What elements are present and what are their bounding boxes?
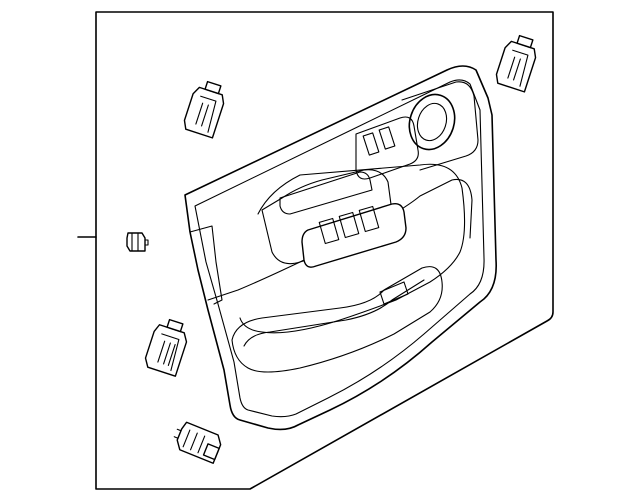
- retainer-clip-lower-left: [144, 318, 188, 377]
- map-pocket-lip: [243, 279, 425, 347]
- assembly-boundary: [95, 11, 554, 490]
- armrest-contour: [239, 163, 466, 334]
- speaker-outer-ring: [408, 93, 456, 151]
- pull-handle-recess: [261, 169, 393, 265]
- panel-outline: [184, 65, 497, 431]
- panel-rim: [194, 79, 485, 418]
- window-switch-3: [358, 205, 380, 233]
- panel-front-flange: [189, 225, 223, 305]
- reflector-slot: [379, 281, 409, 305]
- speaker-inner-ring: [416, 102, 448, 142]
- speaker-grille-frame: [401, 81, 479, 171]
- retainer-clip-bottom: [173, 421, 222, 464]
- retainer-clip-top-right: [495, 34, 537, 93]
- retainer-clip-top-left: [183, 80, 225, 139]
- push-pin-fastener: [126, 232, 149, 252]
- lock-button: [378, 126, 396, 150]
- window-switch-1: [318, 217, 340, 245]
- map-pocket: [231, 266, 443, 373]
- release-lever: [362, 132, 380, 156]
- window-switch-2: [338, 211, 360, 239]
- handle-strip: [279, 171, 373, 215]
- door-trim-panel: [184, 65, 497, 431]
- release-handle-area: [355, 116, 419, 180]
